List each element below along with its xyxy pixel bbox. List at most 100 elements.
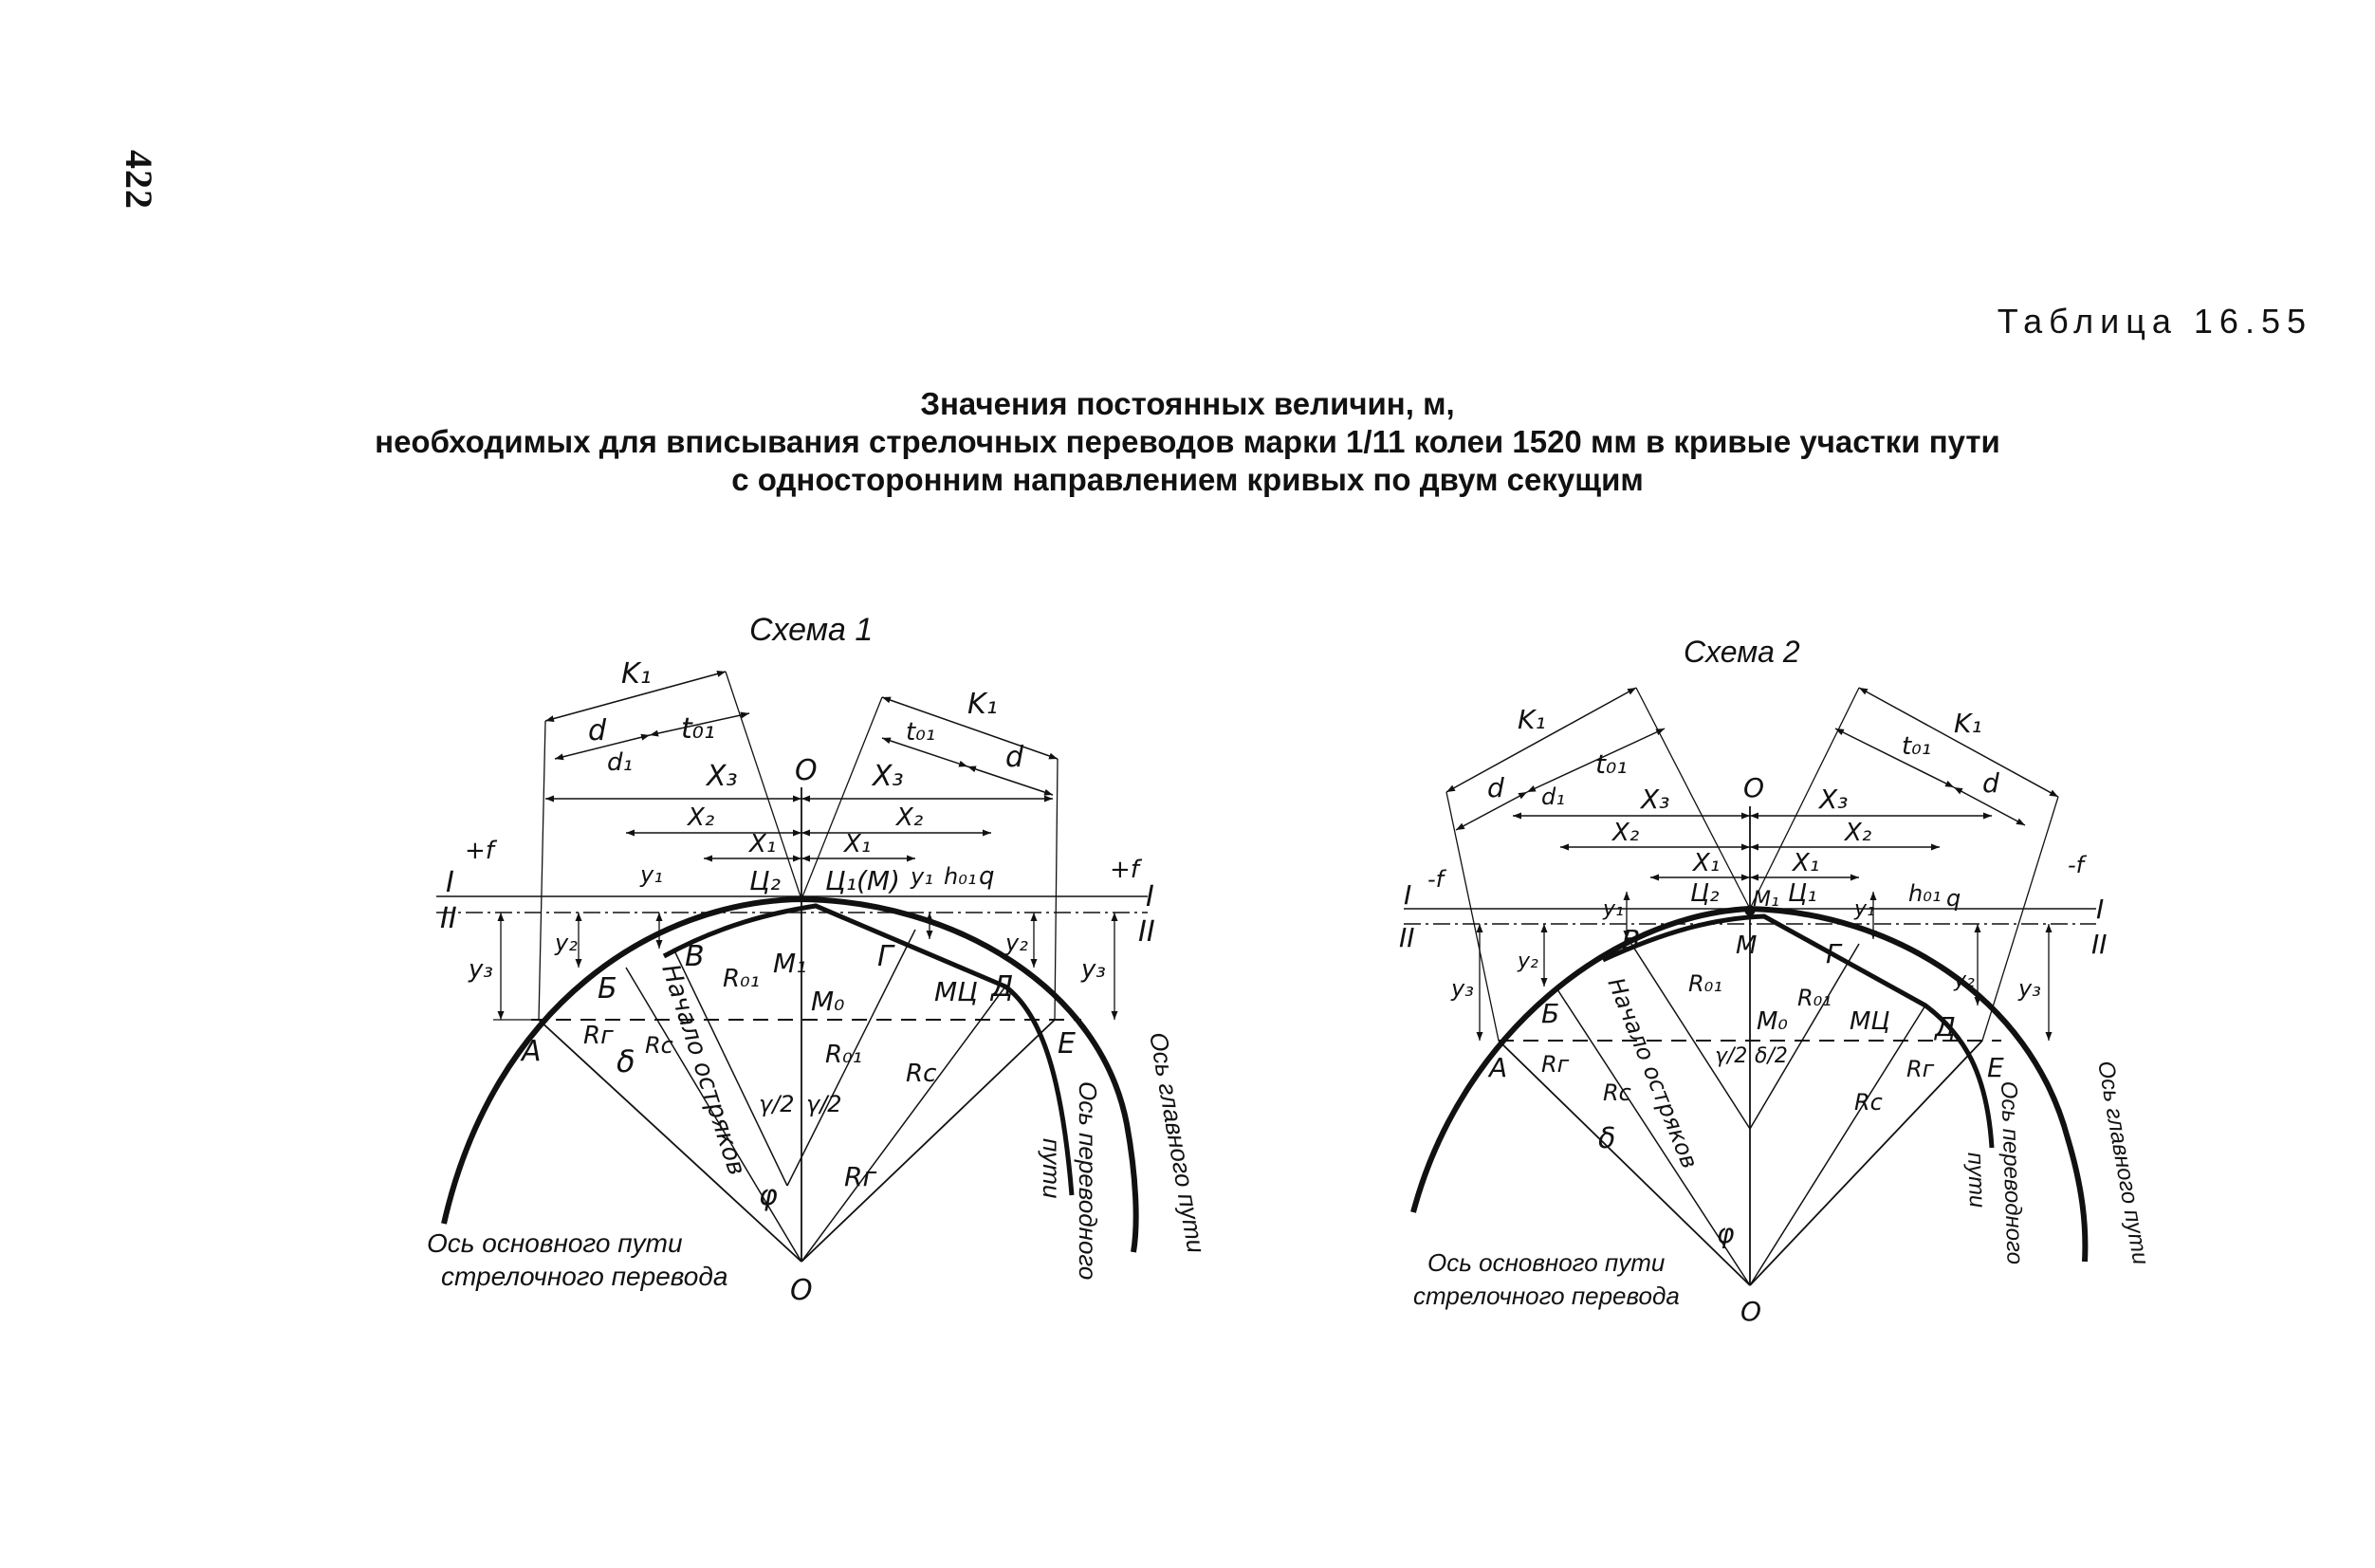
s1-point-g: Г [877, 940, 895, 973]
s2-k1-left: K₁ [1518, 704, 1546, 735]
radius-left-2 [1498, 1040, 1751, 1286]
radius-r01-right [786, 929, 916, 1187]
dim-d-left [554, 733, 651, 761]
s1-point-m1: M₁ [773, 948, 806, 979]
s2-o-bottom: O [1740, 1296, 1761, 1327]
scheme-1-diagram [436, 670, 1148, 1263]
s2-c2: Ц₂ [1690, 879, 1720, 908]
s1-turnout-axis-2: пути [1038, 1138, 1066, 1198]
ext-right-1b [1749, 687, 1860, 910]
s2-y3-right: y₃ [2017, 975, 2041, 1002]
point-m1-marker [1744, 905, 1756, 916]
s2-f-right: -f [2068, 852, 2088, 878]
s1-point-e: E [1058, 1027, 1076, 1061]
radius-right [801, 1019, 1056, 1263]
s1-level-1: I [446, 866, 454, 899]
s2-point-b: Б [1541, 998, 1559, 1029]
s1-gamma-left: γ/2 [759, 1091, 795, 1117]
s2-rc-left: Rc [1603, 1079, 1631, 1106]
s1-point-v: В [685, 940, 705, 973]
title-line-2: необходимых для вписывания стрелочных пе… [375, 424, 2000, 459]
dim-k1-left [544, 670, 727, 723]
s2-main-axis-2: стрелочного перевода [1413, 1282, 1680, 1310]
s1-c2: Ц₂ [749, 865, 781, 896]
s2-rg-left: Rг [1541, 1051, 1570, 1078]
dim-k1-right [881, 696, 1059, 760]
title-line-1: Значения постоянных величин, м, [920, 386, 1455, 421]
s1-k1-right: K₁ [967, 688, 998, 721]
s2-r01-right: R₀₁ [1797, 985, 1832, 1011]
s2-x3-right: X₃ [1817, 784, 1848, 815]
ext-left-1b [1445, 791, 1500, 1042]
s2-point-v: В [1622, 924, 1640, 955]
dim-d-left-2 [1455, 791, 1528, 831]
dim-d-right-2 [1953, 786, 2026, 826]
s1-q: q [979, 862, 995, 891]
scheme-2-caption: Схема 2 [1684, 635, 1800, 669]
s2-o-top: O [1743, 772, 1764, 803]
s2-rc-right: Rc [1854, 1089, 1883, 1116]
s1-level-1r: I [1146, 880, 1154, 913]
s2-level-1: I [1404, 879, 1411, 911]
radius-r01-right-2 [1749, 943, 1860, 1130]
s1-k1-left: K₁ [621, 657, 652, 691]
radius-left [538, 1019, 802, 1263]
dim-d-right [967, 766, 1054, 796]
s2-rg-right: Rг [1906, 1056, 1935, 1082]
s1-y2-right: y₂ [1004, 930, 1028, 956]
s2-point-e: E [1987, 1052, 2004, 1083]
s2-t01-left: t₀₁ [1595, 748, 1627, 780]
s1-point-m0: M₀ [811, 986, 844, 1017]
s2-point-g: Г [1826, 938, 1843, 969]
radius-right-2 [1749, 1040, 1983, 1286]
s2-h01: h₀₁ [1908, 880, 1941, 907]
s2-y2-left: y₂ [1517, 950, 1538, 973]
s1-y3-right: y₃ [1080, 955, 1106, 984]
radius-r01-left [672, 948, 788, 1187]
s2-turnout-axis: Ось переводного [1996, 1080, 2028, 1264]
dim-t01-right-2 [1834, 728, 1955, 788]
s2-r01-left: R₀₁ [1688, 970, 1722, 997]
scheme-2-labels: Схема 2 K₁ d d₁ t₀₁ X₃ X₂ X₁ O X₃ X₂ X₁ … [1399, 635, 2153, 1327]
s2-y1-right: y₁ [1853, 897, 1875, 921]
s1-r01-mid: R₀₁ [825, 1041, 862, 1069]
s2-point-d: Д [1933, 1011, 1956, 1042]
s1-level-2: II [440, 902, 457, 935]
s2-phi: φ [1717, 1218, 1735, 1249]
title-line-3: с односторонним направлением кривых по д… [731, 462, 1644, 497]
s2-gamma-right: δ/2 [1755, 1044, 1788, 1068]
s1-point-b: Б [598, 972, 617, 1005]
ext-left-1 [538, 720, 546, 1021]
ext-left-2b [1635, 687, 1751, 910]
s2-y2-right: y₂ [1953, 968, 1975, 992]
s1-o-top: O [795, 754, 818, 787]
s2-point-m0: M₀ [1757, 1007, 1788, 1036]
s1-x2-right: X₂ [894, 803, 923, 832]
s2-m1: M₁ [1753, 888, 1779, 912]
ext-right-1 [801, 696, 883, 900]
scheme-1-labels: Схема 1 K₁ d d₁ t₀₁ X₃ X₂ X₁ O X₃ X₂ X₁ … [427, 612, 1211, 1307]
s2-y3-left: y₃ [1450, 975, 1474, 1002]
ext-right-2b [1981, 796, 2059, 1042]
s1-delta: δ [617, 1043, 635, 1079]
s2-x1-left: X₁ [1691, 849, 1720, 877]
s1-o-bottom: O [790, 1274, 813, 1307]
s1-turnout-axis: Ось переводного [1074, 1081, 1102, 1280]
s2-d1-left: d₁ [1541, 784, 1565, 810]
s2-start-points: Начало остряков [1602, 974, 1703, 1172]
s1-x2-left: X₂ [686, 803, 714, 832]
radius-r01-left-2 [1630, 943, 1751, 1130]
dim-t01-right [881, 737, 968, 767]
s1-x3-right: X₃ [871, 760, 904, 793]
s1-main-track-axis: Ось главного пути [1144, 1030, 1210, 1255]
s1-x1-left: X₁ [747, 830, 776, 858]
s1-rg-small: Rг [583, 1022, 614, 1050]
s1-t01-left: t₀₁ [681, 712, 715, 746]
s2-point-mc: MЦ [1850, 1007, 1890, 1036]
s1-d-left: d [588, 714, 607, 747]
ext-left-2 [725, 671, 802, 900]
s2-point-m: M [1736, 932, 1757, 960]
s2-t01-right: t₀₁ [1902, 732, 1931, 761]
dim-t01-left [649, 711, 750, 737]
